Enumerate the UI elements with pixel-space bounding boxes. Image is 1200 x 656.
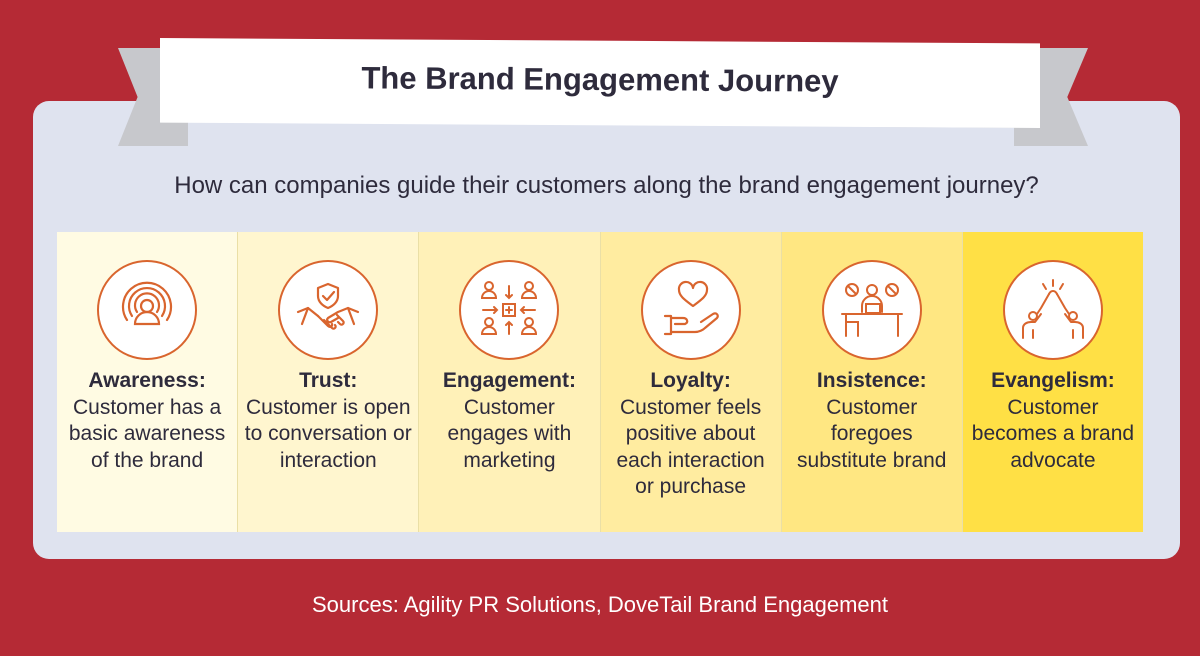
stage-name: Loyalty: xyxy=(650,369,731,392)
handshake-shield-icon xyxy=(297,282,360,330)
stage-text: Insistence: Customer foregoes substitute… xyxy=(788,368,956,474)
stage-insistence: Insistence: Customer foregoes substitute… xyxy=(781,232,963,532)
network-people-icon xyxy=(481,281,538,335)
question-text: How can companies guide their customers … xyxy=(174,172,1039,199)
loyalty-icon-circle xyxy=(640,260,741,360)
stage-description: Customer becomes a brand advocate xyxy=(971,395,1135,472)
evangelism-icon-circle xyxy=(1002,260,1103,360)
desk-person-icon xyxy=(840,283,903,337)
ribbon-banner xyxy=(160,38,1040,128)
awareness-icon xyxy=(122,281,173,326)
stage-engagement: Engagement: Customer engages with market… xyxy=(419,232,601,532)
stage-awareness: Awareness: Customer has a basic awarenes… xyxy=(57,232,239,532)
stage-description: Customer foregoes substitute brand xyxy=(797,395,947,472)
stage-name: Engagement: xyxy=(442,369,576,392)
stage-text: Awareness: Customer has a basic awarenes… xyxy=(63,368,231,474)
stage-evangelism: Evangelism: Customer becomes a brand adv… xyxy=(962,232,1144,532)
stage-description: Customer has a basic awareness of the br… xyxy=(68,395,226,472)
stages-row: Awareness: Customer has a basic awarenes… xyxy=(57,232,1144,532)
high-five-icon xyxy=(1021,279,1084,339)
stage-text: Engagement: Customer engages with market… xyxy=(425,368,593,474)
heart-hand-icon xyxy=(663,280,719,336)
awareness-icon-circle xyxy=(97,260,198,360)
trust-icon-circle xyxy=(278,260,379,360)
stage-text: Loyalty: Customer feels positive about e… xyxy=(607,368,775,501)
stage-text: Trust: Customer is open to conversation … xyxy=(244,368,412,474)
insistence-icon-circle xyxy=(821,260,922,360)
stage-description: Customer feels positive about each inter… xyxy=(616,395,765,499)
title-ribbon: The Brand Engagement Journey xyxy=(0,0,1200,160)
stage-text: Evangelism: Customer becomes a brand adv… xyxy=(969,368,1137,474)
engagement-icon-circle xyxy=(459,260,560,360)
stage-description: Customer engages with marketing xyxy=(447,395,572,472)
stage-description: Customer is open to conversation or inte… xyxy=(244,395,412,472)
stage-name: Trust: xyxy=(299,369,358,392)
stage-trust: Trust: Customer is open to conversation … xyxy=(238,232,420,532)
stage-name: Insistence: xyxy=(816,369,927,392)
stage-name: Evangelism: xyxy=(991,369,1115,392)
stage-loyalty: Loyalty: Customer feels positive about e… xyxy=(600,232,782,532)
sources-text: Sources: Agility PR Solutions, DoveTail … xyxy=(312,592,888,617)
stage-name: Awareness: xyxy=(88,369,206,392)
page-title: The Brand Engagement Journey xyxy=(361,60,839,99)
